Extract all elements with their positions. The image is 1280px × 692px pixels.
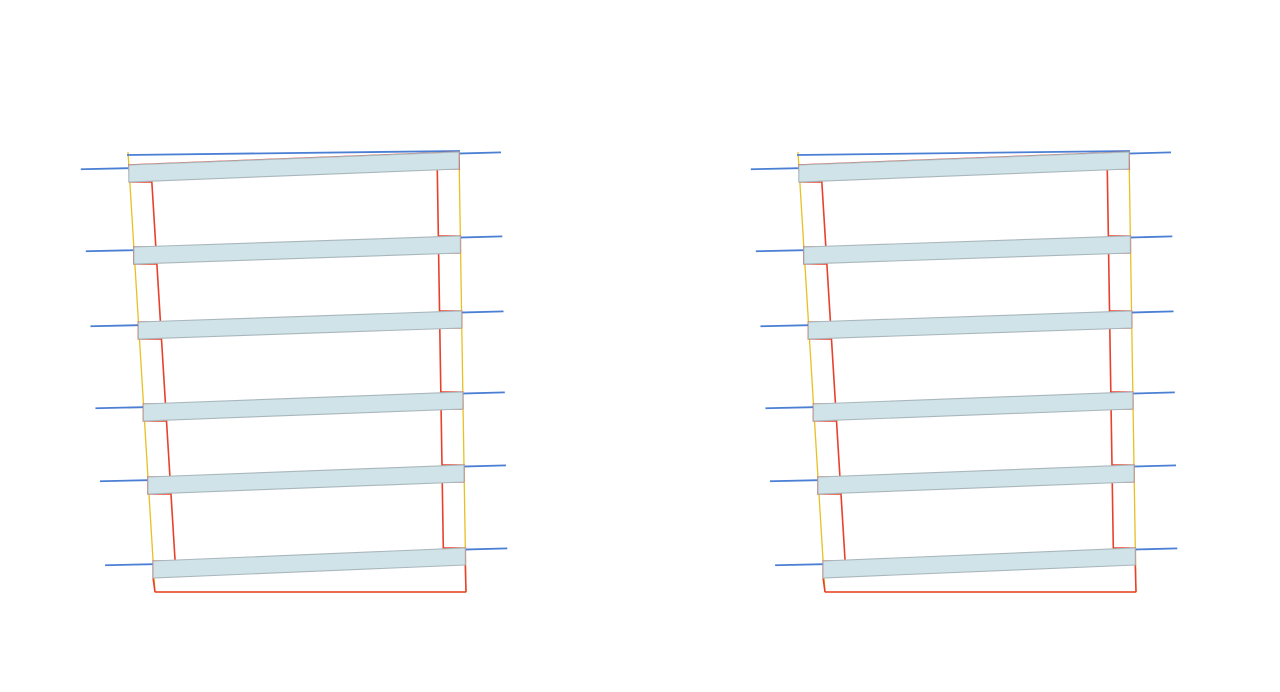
floor-slab-level-5 (133, 235, 461, 265)
blue-guide-line-right-0 (452, 151, 502, 155)
floor-slab-level-4 (807, 310, 1133, 340)
red-outline-left-wall (797, 164, 846, 593)
floor-slab-level-2 (817, 464, 1135, 495)
blue-guide-line-right-4 (1127, 464, 1177, 468)
floor-slab-level-3 (142, 391, 464, 422)
floor-slab-level-1-ground (822, 547, 1136, 579)
yellow-perimeter-outline (127, 151, 467, 593)
blue-guide-line-left-4 (99, 479, 154, 483)
blue-guide-line-left-5 (775, 563, 830, 567)
section-left (80, 150, 508, 593)
section-right (750, 150, 1178, 593)
floor-slab-level-1-ground (152, 547, 466, 579)
floor-slab-level-6-roof (128, 151, 460, 183)
blue-guide-line-right-2 (1125, 310, 1174, 314)
blue-guide-line-left-1 (755, 249, 810, 253)
blue-guide-line-left-0 (750, 167, 805, 171)
blue-guide-line-roof (796, 150, 1131, 156)
red-outline-right-wall (1106, 151, 1137, 593)
yellow-perimeter-outline (797, 151, 1137, 593)
blue-guide-line-left-1 (85, 249, 140, 253)
blue-guide-line-left-3 (95, 406, 150, 410)
blue-guide-line-left-5 (105, 563, 160, 567)
blue-guide-line-right-3 (456, 391, 505, 395)
floor-slab-level-2 (147, 464, 465, 495)
blue-guide-line-left-2 (90, 324, 145, 328)
floor-slab-level-4 (137, 310, 463, 340)
floor-slab-level-6-roof (798, 151, 1130, 183)
red-outline-left-wall (127, 164, 176, 593)
floor-slab-level-3 (812, 391, 1134, 422)
blue-guide-line-right-5 (459, 547, 508, 551)
blue-guide-line-roof (126, 150, 461, 156)
floor-slab-level-5 (803, 235, 1131, 265)
blue-guide-line-right-0 (1122, 151, 1172, 155)
blue-guide-line-left-2 (760, 324, 815, 328)
blue-guide-line-left-4 (769, 479, 824, 483)
blue-guide-line-right-5 (1129, 547, 1178, 551)
blue-guide-line-right-1 (454, 235, 503, 239)
blue-guide-line-right-1 (1124, 235, 1173, 239)
blue-guide-line-right-2 (455, 310, 504, 314)
blue-guide-line-right-4 (457, 464, 507, 468)
red-outline-right-wall (436, 151, 467, 593)
blue-guide-line-left-0 (80, 167, 135, 171)
blue-guide-line-left-3 (765, 406, 820, 410)
blue-guide-line-right-3 (1126, 391, 1175, 395)
